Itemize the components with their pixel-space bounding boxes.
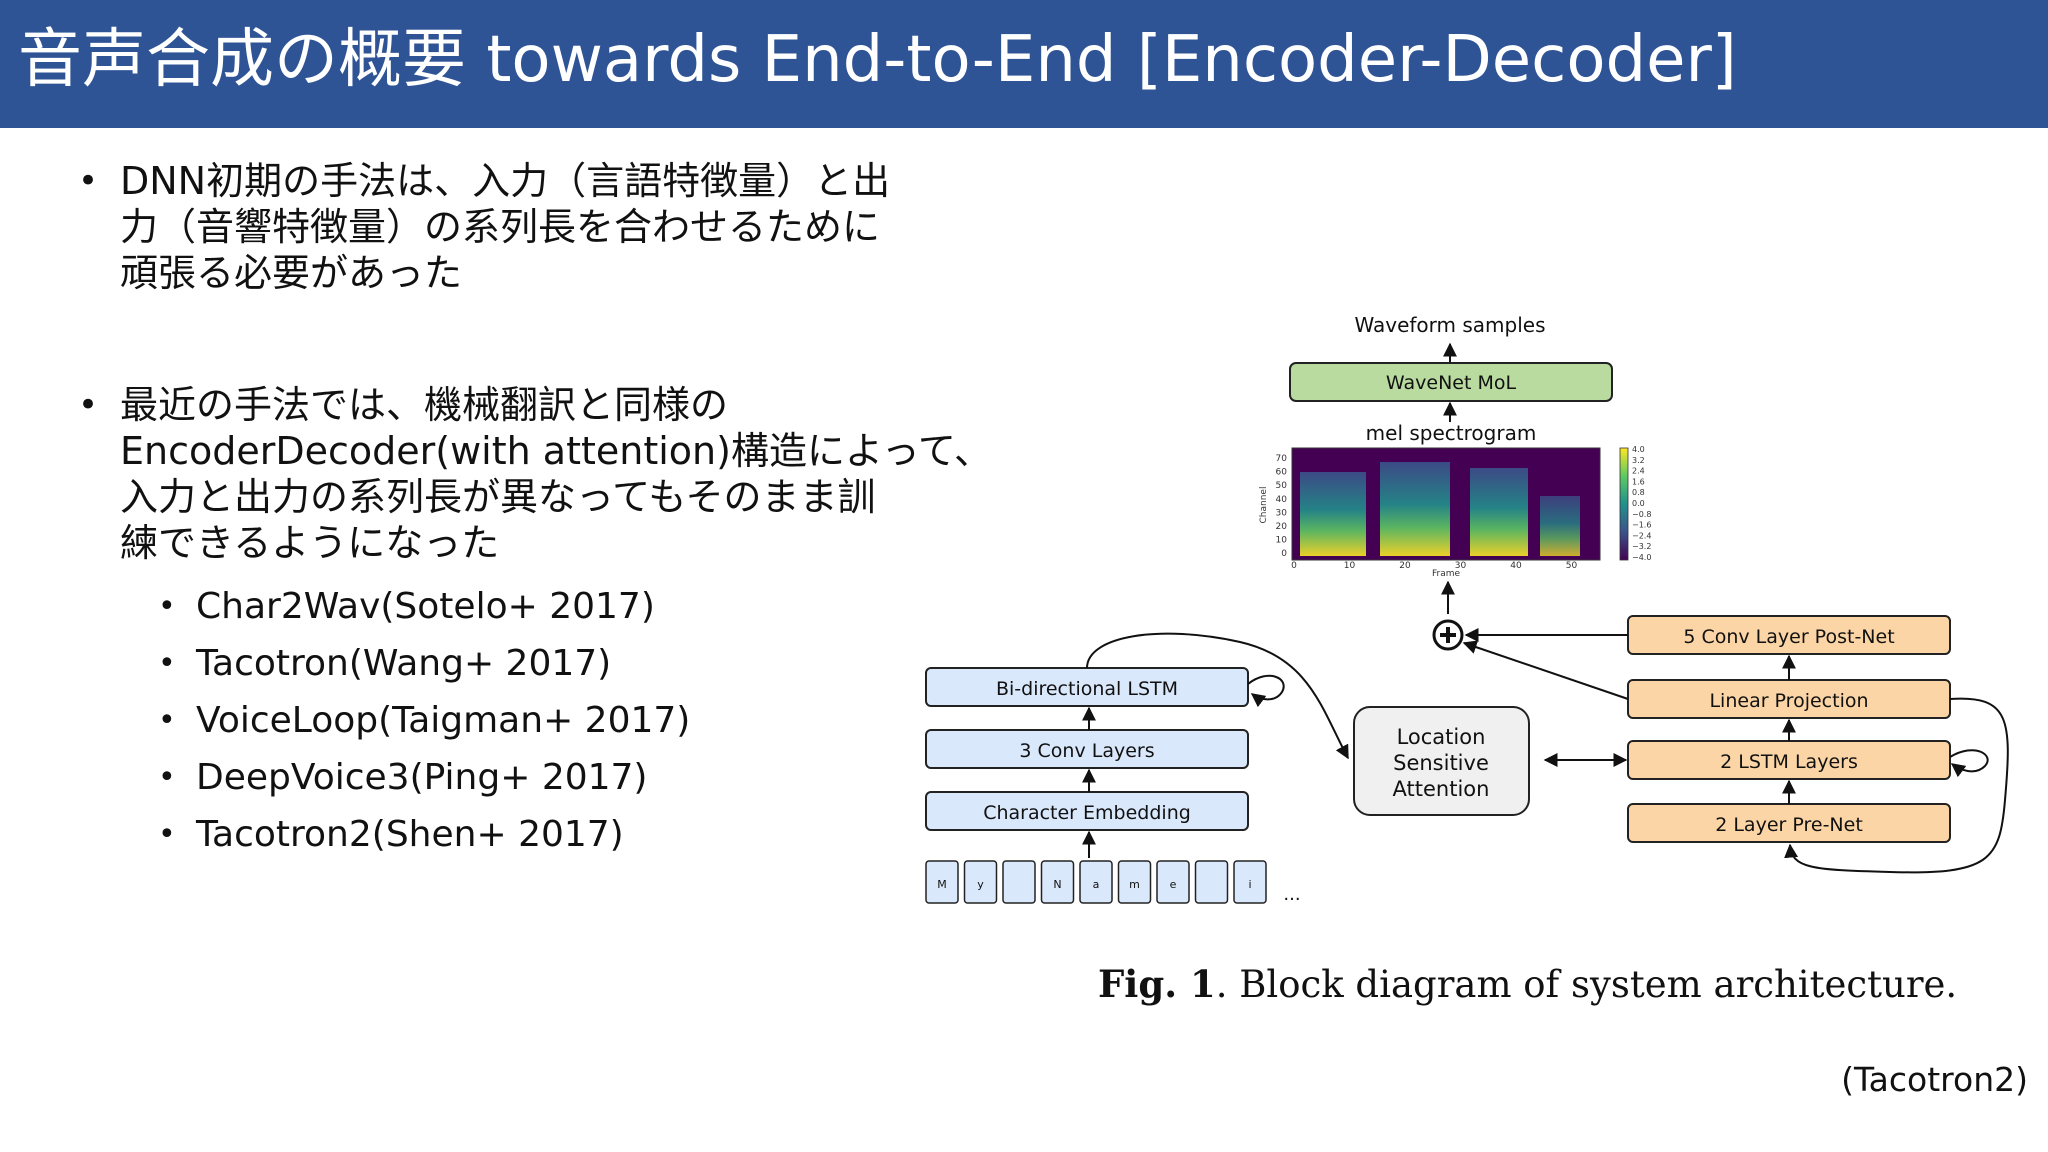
bullet-line: 練できるようになった [120,521,500,565]
colorbar-tick: −1.6 [1632,521,1651,530]
char-cell [1040,860,1075,904]
title-bar: 音声合成の概要 towards End-to-End [Encoder-Deco… [0,0,2048,128]
char-cell [1002,860,1036,904]
subbullet-deepvoice3: •DeepVoice3(Ping+ 2017) [158,757,648,798]
linear-projection-label: Linear Projection [1709,690,1868,712]
spectrogram-y-ticks: 70 60 50 40 30 20 10 0 [1276,454,1288,559]
char-embedding-box [925,791,1249,831]
spectrogram-x-tick: 10 [1344,561,1356,571]
colorbar-tick: 3.2 [1632,456,1645,465]
bullet-line: 入力と出力の系列長が異なってもそのまま訓 [120,475,876,519]
bullet-line: 頑張る必要があった [120,251,463,295]
figure-caption: Fig. 1. Block diagram of system architec… [1098,962,1957,1006]
char-cell-label: y [977,878,984,891]
colorbar-tick: −4.0 [1632,553,1651,562]
postnet-label: 5 Conv Layer Post-Net [1683,626,1894,648]
waveform-samples-label: Waveform samples [1354,313,1545,337]
char-cell [1079,860,1113,904]
attention-label-line1: Location [1397,725,1486,749]
char-cell-label: m [1129,878,1140,891]
conv-layers-label: 3 Conv Layers [1019,740,1154,762]
subbullet-tacotron: •Tacotron(Wang+ 2017) [158,643,612,684]
char-cell-label: M [937,878,947,891]
spectrogram-y-tick: 60 [1276,468,1288,478]
spectrogram-x-label: Frame [1432,569,1461,579]
sum-node [1432,619,1464,651]
attention-label-line3: Attention [1393,777,1490,801]
colorbar-tick: −0.8 [1632,510,1651,519]
spectrogram-x-tick: 30 [1455,561,1467,571]
colorbar-tick: 2.4 [1632,467,1645,476]
spectrogram-y-tick: 30 [1276,508,1288,518]
bullet-line: EncoderDecoder(with attention)構造によって、 [120,429,993,473]
spectrogram-x-tick: 50 [1566,561,1578,571]
bullet-recent-methods: • 最近の手法では、機械翻訳と同様の EncoderDecoder(with a… [78,382,993,566]
char-cell [1194,860,1229,904]
char-cell-label: N [1053,878,1061,891]
prenet-label: 2 Layer Pre-Net [1715,814,1863,836]
colorbar-tick: 1.6 [1632,477,1645,486]
char-cell-label: e [1170,878,1177,891]
source-note: (Tacotron2) [1841,1060,2028,1099]
spectrogram-y-tick: 70 [1276,454,1288,464]
subbullet-voiceloop: •VoiceLoop(Taigman+ 2017) [158,700,691,741]
spectrogram-y-tick: 0 [1281,549,1287,559]
bullet-dnn-early: • DNN初期の手法は、入力（言語特徴量）と出 力（音響特徴量）の系列長を合わせ… [78,158,891,296]
char-cell [1233,860,1267,904]
spectrogram-x-tick: 40 [1510,561,1522,571]
colorbar-tick: −2.4 [1632,531,1651,540]
char-cell [963,860,998,904]
figure-caption-label: Fig. 1 [1098,962,1216,1006]
spectrogram-y-label: Channel [1259,487,1269,524]
char-cell [1156,860,1190,904]
wavenet-box [1289,362,1613,402]
colorbar-ticks: 4.0 3.2 2.41.6 0.8 0.0 −0.8 −1.6−2.4 −3.2 −4.0 [1632,445,1651,562]
bullet-line: 力（音響特徴量）の系列長を合わせるために [120,205,881,249]
conv-layers-box [925,729,1249,769]
bullet-dot: • [78,385,99,425]
char-cell [925,860,959,904]
attention-label-line2: Sensitive [1393,751,1489,775]
spectrogram-x-tick: 0 [1291,561,1297,571]
mel-spectrogram-plot: Channel Frame [1259,447,1601,579]
spectrogram-x-ticks: 0 10 20 30 40 50 [1291,561,1577,571]
slide-title: 音声合成の概要 towards End-to-End [Encoder-Deco… [18,23,1737,97]
bullet-line: DNN初期の手法は、入力（言語特徴量）と出 [120,159,891,203]
figure-caption-text: . Block diagram of system architecture. [1215,963,1958,1006]
char-cell-label: a [1093,878,1100,891]
colorbar-tick: 0.8 [1632,488,1645,497]
input-ellipsis: ... [1283,884,1300,905]
spectrogram-y-tick: 20 [1276,522,1288,532]
colorbar-tick: −3.2 [1632,542,1651,551]
spectrogram-x-tick: 20 [1399,561,1411,571]
char-cell [1117,860,1152,904]
spectrogram-y-tick: 50 [1276,481,1288,491]
spectrogram-colorbar [1619,447,1629,561]
subbullet-tacotron2: •Tacotron2(Shen+ 2017) [158,814,624,855]
bullet-line: 最近の手法では、機械翻訳と同様の [120,383,729,427]
wavenet-label: WaveNet MoL [1386,372,1517,394]
spectrogram-y-tick: 10 [1276,536,1288,546]
char-cell-label: i [1248,878,1251,891]
spectrogram-y-tick: 40 [1276,495,1288,505]
char-embedding-label: Character Embedding [983,802,1191,824]
colorbar-tick: 4.0 [1632,445,1645,454]
lstm-layers-label: 2 LSTM Layers [1720,751,1858,773]
subbullet-char2wav: •Char2Wav(Sotelo+ 2017) [158,586,655,627]
attention-box [1353,706,1530,816]
mel-spectrogram-label: mel spectrogram [1366,421,1537,445]
colorbar-tick: 0.0 [1632,499,1645,508]
bilstm-label: Bi-directional LSTM [996,678,1178,700]
bullet-dot: • [78,161,99,201]
